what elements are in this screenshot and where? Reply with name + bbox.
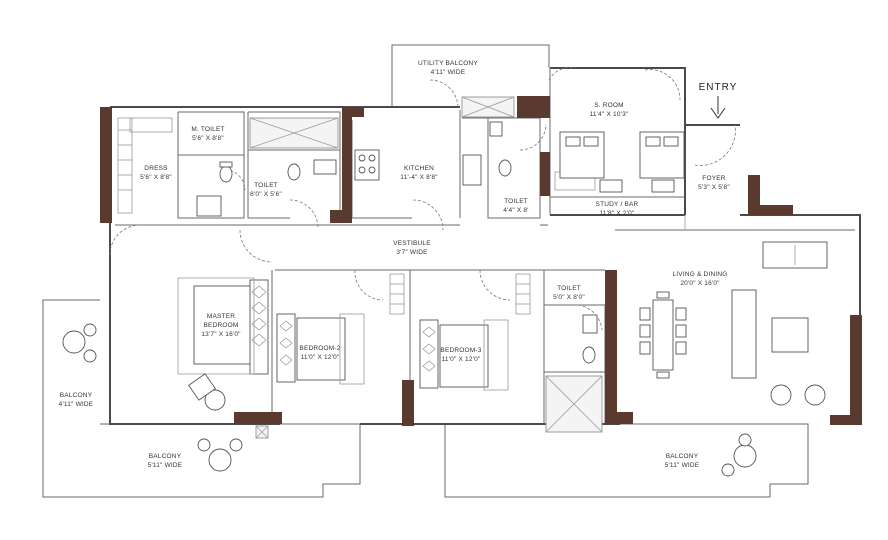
balcony-1-dims: 4'11" WIDE (59, 401, 94, 408)
utility-balcony-name: UTILITY BALCONY (418, 60, 478, 67)
toilet-1-dims: 8'0" X 5'6" (250, 191, 282, 198)
accent-walls (100, 96, 862, 426)
balcony-1-name: BALCONY (60, 392, 93, 399)
master-bedroom-name-1: MASTER (207, 313, 235, 320)
wardrobes (117, 117, 596, 315)
living-dining-name: LIVING & DINING (672, 271, 727, 278)
m-toilet-name: M. TOILET (191, 126, 224, 133)
dress-dims: 5'6" X 8'8" (140, 174, 172, 181)
bedroom-3-name: BEDROOM-3 (440, 347, 481, 354)
utility-balcony-dims: 4'11" WIDE (431, 69, 466, 76)
balcony-outlines (42, 44, 809, 498)
vestibule-name: VESTIBULE (393, 240, 431, 247)
foyer-name: FOYER (702, 175, 725, 182)
toilet-2-dims: 4'4" X 8' (503, 207, 528, 214)
doors (109, 67, 736, 331)
foyer-dims: 5'3" X 5'8" (698, 184, 730, 191)
entry-arrow-icon (710, 96, 726, 119)
balcony-2-name: BALCONY (149, 453, 182, 460)
study-bar-name: STUDY / BAR (596, 201, 639, 208)
kitchen-dims: 11'-4" X 8'8" (400, 174, 438, 181)
dress-name: DRESS (144, 165, 168, 172)
kitchen-name: KITCHEN (404, 165, 434, 172)
balcony-2-dims: 5'11" WIDE (148, 462, 183, 469)
master-bedroom-dims: 13'7" X 16'0" (201, 331, 241, 338)
balcony-3-name: BALCONY (666, 453, 699, 460)
m-toilet-dims: 5'6" X 8'8" (192, 135, 224, 142)
living-dining-dims: 20'0" X 16'0" (680, 280, 720, 287)
master-bedroom-name-2: BEDROOM (204, 322, 239, 329)
toilet-3-name: TOILET (557, 285, 581, 292)
bedroom-2-name: BEDROOM-2 (299, 345, 340, 352)
s-room-name: S. ROOM (594, 102, 624, 109)
toilet-3-dims: 5'0" X 8'0" (553, 294, 585, 301)
bedroom-3-dims: 11'0" X 12'0" (442, 356, 481, 363)
furniture (62, 117, 828, 477)
toilet-2-name: TOILET (504, 198, 528, 205)
s-room-dims: 11'4" X 10'3" (590, 111, 629, 118)
room-labels: ENTRY UTILITY BALCONY 4'11" WIDE S. ROOM… (59, 60, 738, 469)
balcony-3-dims: 5'11" WIDE (665, 462, 700, 469)
study-bar-dims: 11'8" X 2'0" (599, 210, 635, 217)
bedroom-2-dims: 11'0" X 12'0" (301, 354, 340, 361)
vestibule-dims: 3'7" WIDE (396, 249, 428, 256)
entry-label: ENTRY (699, 82, 738, 93)
shafts (249, 96, 603, 439)
toilet-1-name: TOILET (254, 182, 278, 189)
